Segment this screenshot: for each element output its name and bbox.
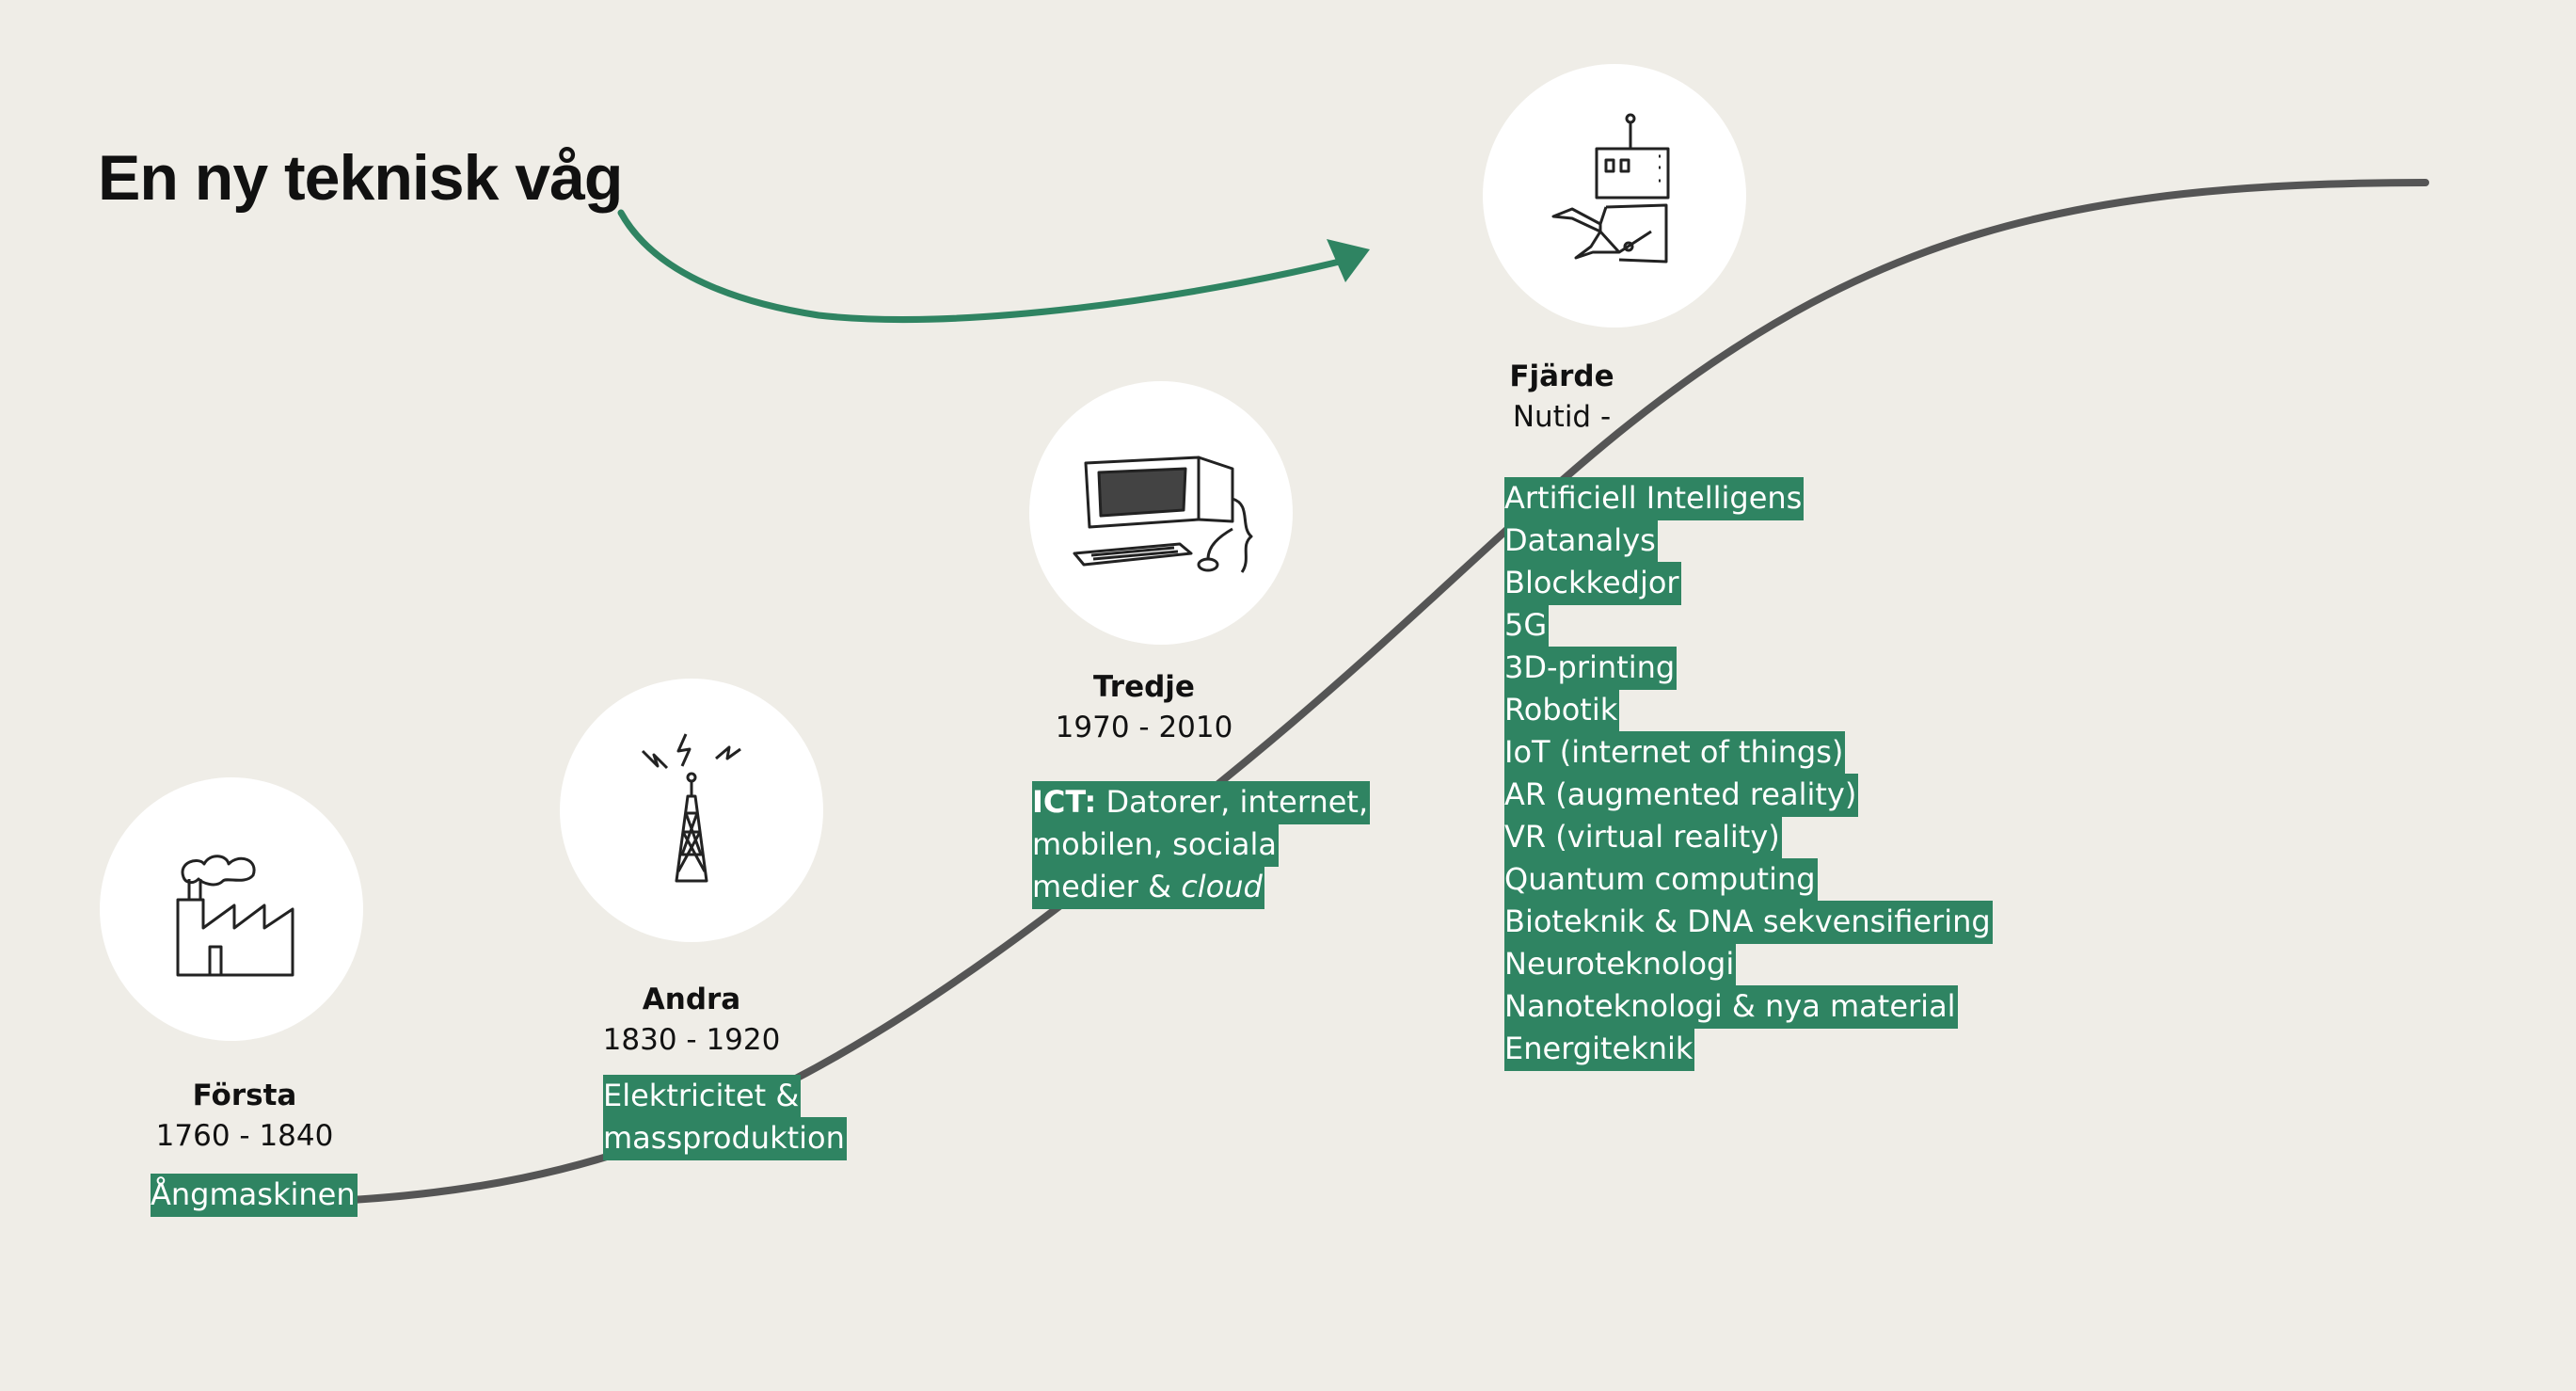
era-3-years: 1970 - 2010	[1055, 711, 1233, 744]
tag: Ångmaskinen	[151, 1174, 358, 1217]
era-3-icon-circle	[1029, 381, 1293, 645]
ict-line-3: medier &	[1032, 869, 1172, 904]
tag: Blockkedjor	[1504, 562, 1681, 605]
list-item: Energiteknik	[1504, 1028, 1993, 1071]
era-1-icon-circle	[100, 777, 363, 1041]
list-item: Artificiell Intelligens	[1504, 477, 1993, 520]
tag: Neuroteknologi	[1504, 943, 1737, 986]
ict-label: ICT:	[1032, 784, 1097, 820]
list-item: Nanoteknologi & nya material	[1504, 985, 1993, 1029]
era-1-years: 1760 - 1840	[155, 1119, 334, 1153]
list-item: Robotik	[1504, 689, 1993, 732]
ict-line-3-em: cloud	[1181, 869, 1263, 904]
tag: massproduktion	[603, 1117, 847, 1160]
era-1-tag-list: Ångmaskinen	[151, 1174, 358, 1217]
page-title: En ny teknisk våg	[98, 142, 623, 214]
era-4-name: Fjärde	[1509, 360, 1614, 393]
list-item: Ångmaskinen	[151, 1174, 358, 1217]
list-item: VR (virtual reality)	[1504, 816, 1993, 859]
list-item: Blockkedjor	[1504, 562, 1993, 605]
list-item: Quantum computing	[1504, 858, 1993, 902]
tag: ICT: Datorer, internet,	[1032, 781, 1371, 824]
list-item: 5G	[1504, 604, 1993, 648]
list-item: medier & cloud	[1032, 866, 1370, 909]
robot-icon	[1551, 113, 1670, 264]
era-2-years: 1830 - 1920	[602, 1023, 781, 1057]
tag: Quantum computing	[1504, 858, 1818, 902]
era-1-name: Första	[192, 1079, 297, 1112]
tag: Bioteknik & DNA sekvensifiering	[1504, 901, 1993, 944]
tag: Datanalys	[1504, 520, 1658, 563]
ict-line-1: Datorer, internet,	[1105, 784, 1369, 820]
list-item: Bioteknik & DNA sekvensifiering	[1504, 901, 1993, 944]
tag: Elektricitet &	[603, 1075, 802, 1118]
era-3-name: Tredje	[1093, 670, 1195, 704]
list-item: IoT (internet of things)	[1504, 731, 1993, 775]
tag: Artificiell Intelligens	[1504, 477, 1805, 520]
tag: medier & cloud	[1032, 866, 1264, 909]
green-arrow-head	[1327, 239, 1370, 282]
list-item: ICT: Datorer, internet,	[1032, 781, 1371, 824]
list-item: 3D-printing	[1504, 647, 1993, 690]
era-4-years: Nutid -	[1512, 400, 1612, 434]
era-2-icon-circle	[560, 679, 823, 942]
green-arrow	[617, 209, 1351, 323]
list-item: mobilen, sociala	[1032, 823, 1370, 867]
tag: Robotik	[1504, 689, 1620, 732]
list-item: AR (augmented reality)	[1504, 774, 1993, 817]
tag: 3D-printing	[1504, 647, 1678, 690]
list-item: Elektricitet &	[603, 1075, 847, 1118]
tag: AR (augmented reality)	[1504, 774, 1859, 817]
era-4-icon-circle	[1483, 64, 1746, 328]
tag: Nanoteknologi & nya material	[1504, 985, 1958, 1029]
list-item: massproduktion	[603, 1117, 847, 1160]
computer-icon	[1073, 456, 1253, 573]
era-3-tag-list: ICT: Datorer, internet, mobilen, sociala…	[1032, 781, 1371, 909]
factory-icon	[176, 855, 294, 977]
tag: Energiteknik	[1504, 1028, 1695, 1071]
era-2-tag-list: Elektricitet & massproduktion	[603, 1075, 847, 1160]
tag: IoT (internet of things)	[1504, 731, 1846, 775]
list-item: Neuroteknologi	[1504, 943, 1993, 986]
transmission-tower-icon	[641, 733, 741, 883]
era-2-name: Andra	[642, 983, 741, 1016]
tag: mobilen, sociala	[1032, 823, 1279, 867]
list-item: Datanalys	[1504, 520, 1993, 563]
tag: VR (virtual reality)	[1504, 816, 1782, 859]
tag: 5G	[1504, 604, 1550, 648]
era-4-tag-list: Artificiell Intelligens Datanalys Blockk…	[1504, 477, 1993, 1071]
